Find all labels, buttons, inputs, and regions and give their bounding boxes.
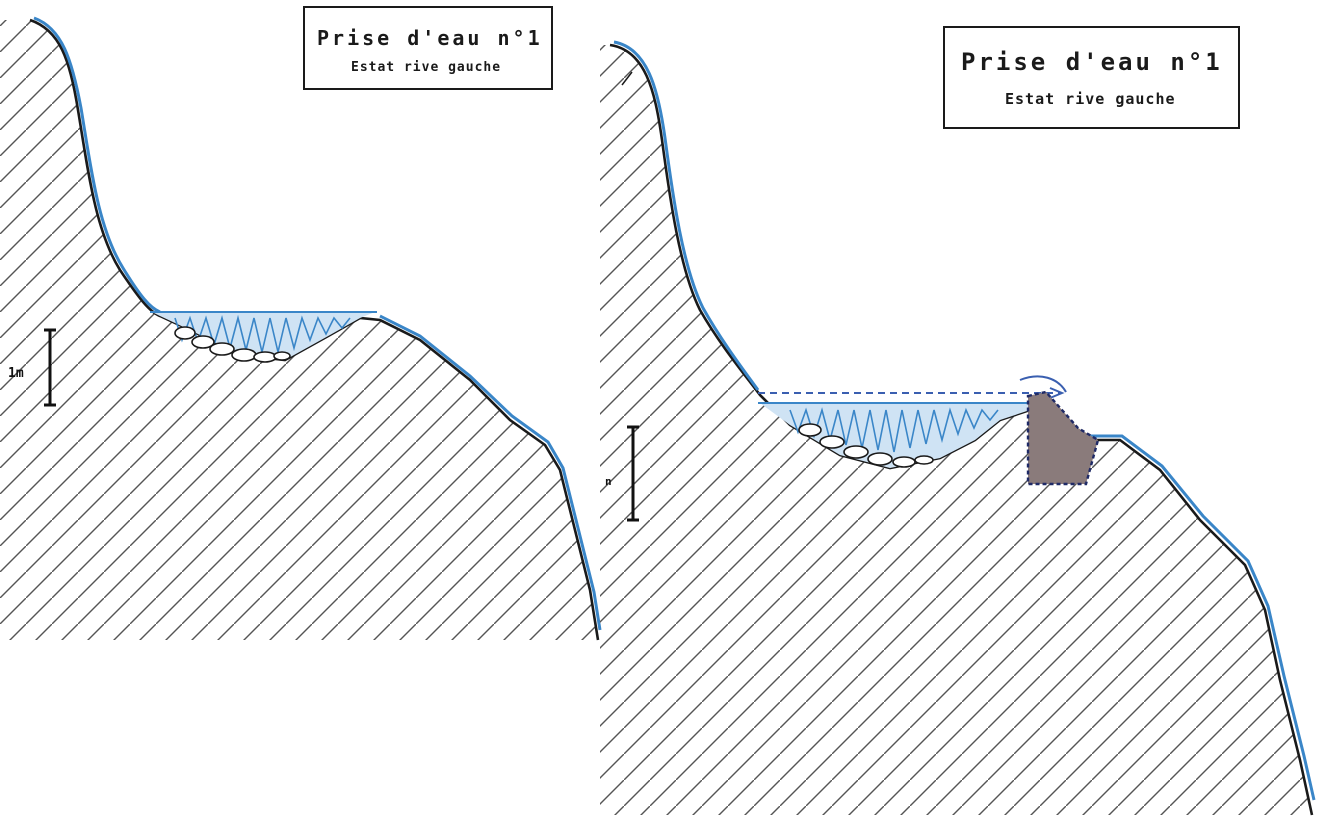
- right-subtitle: Estat rive gauche: [1005, 90, 1176, 108]
- left-bank-lining: [33, 16, 161, 314]
- stray-mark: [621, 71, 633, 86]
- left-title-box: Prise d'eau n°1 Estat rive gauche: [303, 6, 553, 90]
- right-terrain-line-downstream: [1085, 438, 1314, 816]
- right-bank-lining-downstream: [1088, 434, 1316, 801]
- right-scale-label: n: [605, 475, 612, 488]
- right-title-box: Prise d'eau n°1 Estat rive gauche: [943, 26, 1240, 129]
- left-bank-lining-right: [379, 314, 602, 631]
- left-scale-label: 1m: [8, 366, 24, 381]
- right-level-arrow: [1049, 387, 1065, 399]
- right-scale-bar: [627, 425, 639, 522]
- left-title: Prise d'eau n°1: [317, 26, 543, 50]
- right-stones: [798, 423, 934, 468]
- right-water-fill-strokes: [789, 407, 999, 453]
- weir-block: [1026, 390, 1100, 486]
- left-subtitle: Estat rive gauche: [351, 60, 502, 75]
- right-overflow-arrow: [1019, 375, 1067, 393]
- left-terrain-line: [29, 18, 600, 641]
- left-stones: [174, 326, 291, 363]
- right-title: Prise d'eau n°1: [961, 48, 1223, 76]
- left-scale-bar: [44, 328, 56, 407]
- left-cross-section: [0, 16, 602, 641]
- right-bank-lining: [613, 40, 760, 391]
